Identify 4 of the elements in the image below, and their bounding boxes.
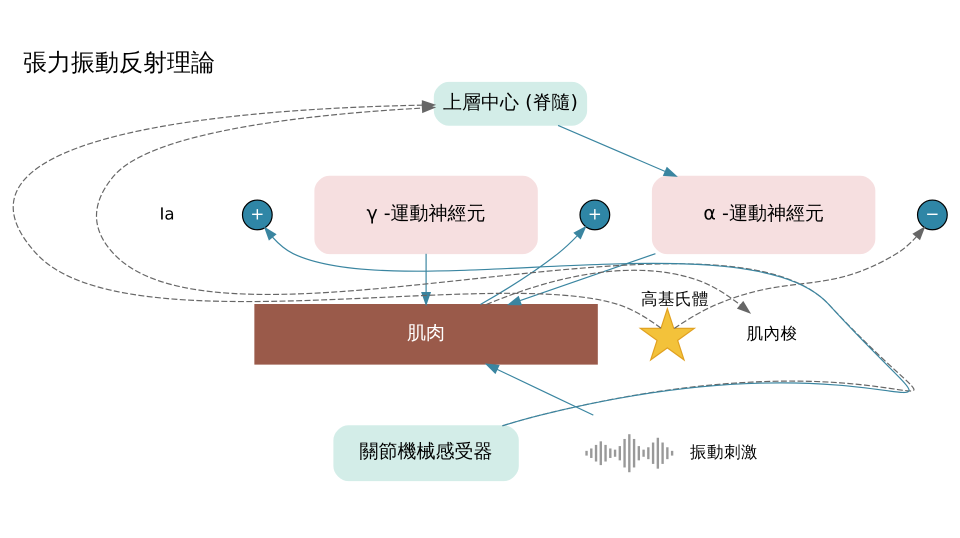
node-circle: − — [916, 199, 948, 230]
node-box: 關節機械感受器 — [333, 425, 519, 482]
node-label: 振動刺激 — [690, 442, 758, 462]
diagram-title: 張力振動反射理論 — [23, 48, 216, 77]
